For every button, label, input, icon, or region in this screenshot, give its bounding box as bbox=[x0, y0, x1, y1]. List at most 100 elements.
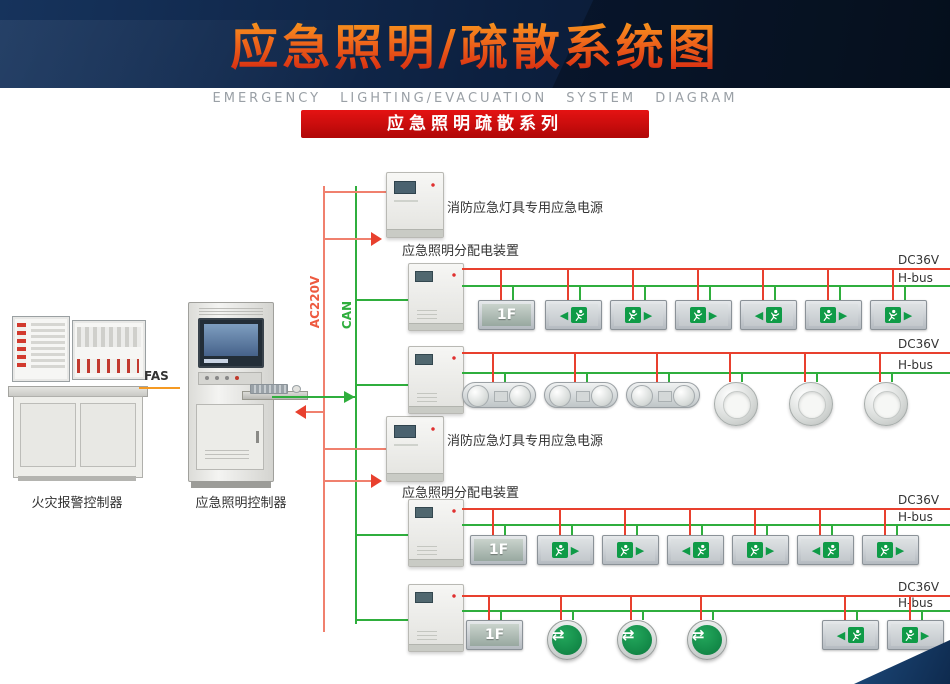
ac220v-label: AC220V bbox=[308, 275, 322, 329]
hbus-drop-line bbox=[712, 610, 714, 620]
hbus-drop-line bbox=[642, 610, 644, 620]
luminaire-row: DC36V H-bus 1F▶▶◀▶◀▶ bbox=[462, 493, 950, 585]
hbus-line bbox=[462, 610, 950, 612]
dc36v-line bbox=[462, 268, 950, 270]
dc36v-line bbox=[462, 595, 950, 597]
controller-power-line bbox=[306, 411, 325, 413]
can-bus bbox=[355, 186, 357, 624]
dc-drop-line bbox=[630, 595, 632, 620]
dc-drop-line bbox=[843, 595, 846, 620]
arrow-right-icon: ▶ bbox=[765, 543, 775, 557]
exit-sign: ▶ bbox=[870, 300, 927, 330]
dc-drop-line bbox=[487, 595, 490, 620]
hbus-drop-line bbox=[586, 372, 588, 382]
hbus-drop-line bbox=[895, 524, 898, 535]
dc36v-label: DC36V bbox=[898, 253, 940, 267]
dc-drop-line bbox=[891, 268, 894, 300]
can-branch-line bbox=[357, 299, 408, 301]
floor-number-sign: 1F bbox=[470, 535, 527, 565]
mouse bbox=[292, 385, 301, 393]
can-branch-line bbox=[357, 619, 408, 621]
emergency-power-supply-box bbox=[386, 416, 444, 482]
running-man-icon bbox=[901, 627, 918, 643]
hbus-drop-line bbox=[855, 610, 858, 620]
emergency-downlight bbox=[789, 382, 833, 426]
hbus-drop-line bbox=[499, 610, 502, 620]
running-man-icon bbox=[876, 542, 893, 558]
arrow-left-icon: ◀ bbox=[836, 628, 846, 642]
double-head-emergency-light bbox=[544, 382, 618, 408]
keyboard bbox=[250, 384, 288, 394]
power-supply-label: 消防应急灯具专用应急电源 bbox=[447, 201, 604, 216]
dc-drop-line bbox=[700, 595, 702, 620]
exit-sign: ▶ bbox=[537, 535, 594, 565]
hbus-drop-line bbox=[838, 285, 841, 300]
dc-drop-line bbox=[492, 352, 494, 382]
dc-drop-line bbox=[753, 508, 756, 535]
floor-number-sign: 1F bbox=[478, 300, 535, 330]
feed-arrow-icon bbox=[371, 232, 382, 246]
hbus-drop-line bbox=[765, 524, 768, 535]
dc-drop-line bbox=[804, 352, 806, 382]
double-head-emergency-light bbox=[462, 382, 536, 408]
dc36v-label: DC36V bbox=[898, 493, 940, 507]
dc-drop-line bbox=[623, 508, 626, 535]
hbus-drop-line bbox=[708, 285, 711, 300]
hbus-drop-line bbox=[773, 285, 776, 300]
arrow-right-icon: ▶ bbox=[903, 308, 913, 322]
dc-drop-line bbox=[574, 352, 576, 382]
hbus-label: H-bus bbox=[898, 271, 933, 285]
running-man-icon bbox=[746, 542, 763, 558]
console-cabinet bbox=[13, 396, 143, 478]
power-arrow-left-icon bbox=[295, 405, 306, 419]
emergency-downlight bbox=[864, 382, 908, 426]
luminaire-row: DC36V H-bus 1F◀▶▶◀▶▶ bbox=[462, 253, 950, 345]
dc36v-line bbox=[462, 352, 950, 354]
luminaire-row: DC36V H-bus 1F⇄⇄⇄◀▶ bbox=[462, 580, 950, 672]
exit-sign: ▶ bbox=[602, 535, 659, 565]
double-head-emergency-light bbox=[626, 382, 700, 408]
fire-alarm-controller-label: 火灾报警控制器 bbox=[31, 496, 123, 511]
hbus-label: H-bus bbox=[898, 358, 933, 372]
distribution-box bbox=[408, 584, 464, 652]
distribution-device-label: 应急照明分配电装置 bbox=[402, 244, 520, 259]
alarm-panel-left bbox=[12, 316, 70, 382]
running-man-icon bbox=[823, 542, 840, 558]
arrow-right-icon: ▶ bbox=[570, 543, 580, 557]
can-arrow-icon bbox=[344, 391, 355, 403]
exit-sign: ◀ bbox=[822, 620, 879, 650]
exit-sign: ▶ bbox=[675, 300, 732, 330]
hbus-drop-line bbox=[511, 285, 514, 300]
exit-sign: ◀ bbox=[545, 300, 602, 330]
arrow-right-icon: ▶ bbox=[708, 308, 718, 322]
power-supply-label: 消防应急灯具专用应急电源 bbox=[447, 434, 604, 449]
running-man-icon bbox=[819, 307, 836, 323]
hbus-drop-line bbox=[503, 524, 506, 535]
exit-sign: ◀ bbox=[667, 535, 724, 565]
hbus-line bbox=[462, 372, 950, 374]
dc36v-label: DC36V bbox=[898, 580, 940, 594]
controller-door bbox=[196, 404, 264, 470]
arrow-left-icon: ◀ bbox=[681, 543, 691, 557]
page-subtitle: EMERGENCY LIGHTING/EVACUATION SYSTEM DIA… bbox=[212, 91, 738, 106]
hbus-drop-line bbox=[668, 372, 670, 382]
dc36v-line bbox=[462, 508, 950, 510]
header-banner: 应急照明/疏散系统图 bbox=[0, 0, 950, 88]
aisle-arrow-light: ⇄ bbox=[687, 620, 727, 660]
double-arrow-icon: ⇄ bbox=[692, 626, 705, 644]
hbus-label: H-bus bbox=[898, 596, 933, 610]
exit-sign: ▶ bbox=[610, 300, 667, 330]
distribution-box bbox=[408, 499, 464, 567]
can-branch-line bbox=[357, 384, 408, 386]
distribution-feed-line bbox=[325, 238, 373, 240]
dc-drop-line bbox=[883, 508, 886, 535]
exit-sign: ◀ bbox=[740, 300, 797, 330]
dc-drop-line bbox=[761, 268, 764, 300]
running-man-icon bbox=[551, 542, 568, 558]
hbus-drop-line bbox=[570, 524, 573, 535]
ac220v-bus bbox=[323, 186, 325, 632]
emergency-lighting-controller bbox=[180, 298, 312, 492]
dc-drop-line bbox=[826, 268, 829, 300]
controller-button-panel bbox=[198, 372, 262, 385]
dc-drop-line bbox=[558, 508, 561, 535]
